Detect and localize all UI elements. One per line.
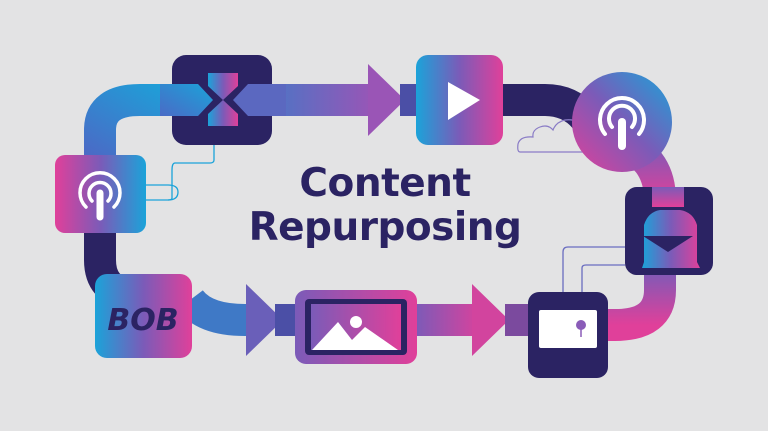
map-pin-icon [576, 320, 586, 337]
page-title: Content Repurposing [230, 162, 540, 250]
image-icon [312, 316, 398, 350]
hourglass-node[interactable] [160, 55, 286, 145]
blog-text-icon: BOB [107, 303, 178, 338]
hourglass-icon [208, 73, 238, 126]
play-icon [448, 82, 480, 120]
pipe-bottom-1 [177, 289, 260, 336]
tablet-screen [539, 310, 597, 348]
pipe-left-top [84, 84, 200, 160]
arrow-bottom-2 [472, 284, 509, 356]
title-line-1: Content [299, 161, 471, 206]
podcast-icon [78, 170, 122, 221]
arrow-bottom-1 [246, 284, 283, 356]
title-line-2: Repurposing [248, 205, 522, 250]
blog-node[interactable]: BOB [95, 274, 192, 358]
podcast-circle-node[interactable] [572, 72, 672, 172]
download-icon [643, 236, 693, 252]
image-node[interactable] [295, 290, 417, 364]
video-node[interactable] [416, 55, 503, 145]
connector-lines [145, 145, 625, 293]
podcast-square-node[interactable] [55, 155, 146, 233]
pipe-top-2 [500, 84, 598, 129]
tablet-node[interactable] [528, 292, 608, 378]
arrow-top-1 [368, 64, 405, 136]
download-node[interactable] [625, 187, 713, 275]
podcast-icon [598, 96, 646, 150]
pipe-right-bottom [605, 270, 676, 341]
